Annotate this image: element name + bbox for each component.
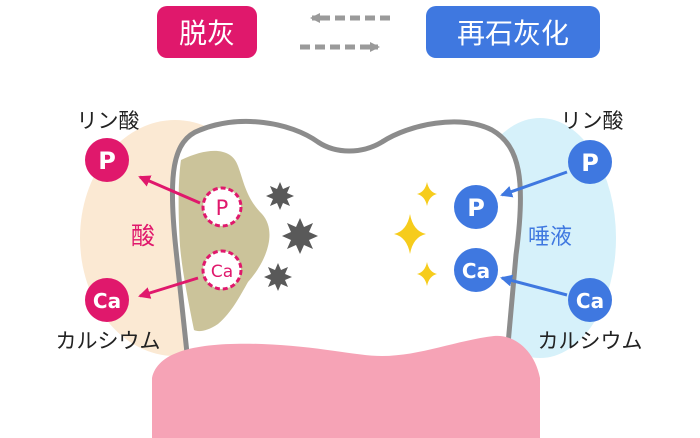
dissolving-phosphate-text: P — [216, 196, 229, 220]
supplied-phosphate-ion — [568, 140, 612, 184]
tooth-crown — [169, 119, 523, 403]
debris-star-icon — [266, 182, 294, 210]
redeposited-phosphate-ion — [454, 185, 498, 229]
sparkle-icon — [417, 262, 437, 286]
remineralization-label: 再石灰化 — [457, 17, 569, 50]
debris-star-icon — [282, 218, 318, 254]
released-phosphate-ion — [85, 138, 129, 182]
phosphate-release-arrow — [138, 175, 201, 205]
acid-label: 酸 — [131, 222, 155, 250]
dissolving-phosphate-ion — [201, 186, 243, 228]
saliva-label: 唾液 — [528, 225, 572, 250]
sparkle-icon — [417, 182, 437, 206]
supplied-calcium-text: Ca — [576, 289, 604, 313]
dissolving-calcium-text: Ca — [211, 262, 233, 282]
calcium-uptake-arrow — [500, 274, 568, 297]
supplied-calcium-ion — [568, 278, 612, 322]
plaque-area — [178, 150, 270, 332]
debris-star-icon — [264, 263, 292, 291]
phosphate-uptake-arrow — [500, 170, 568, 198]
released-calcium-text: Ca — [93, 289, 121, 313]
redeposited-calcium-ion — [454, 248, 498, 292]
gum — [152, 335, 540, 438]
sparkle-icon — [394, 214, 426, 254]
redeposited-phosphate-text: P — [467, 194, 485, 222]
released-phosphate-text: P — [98, 147, 116, 175]
left-calcium-label: カルシウム — [56, 329, 161, 353]
redeposited-calcium-text: Ca — [462, 259, 490, 283]
dissolving-calcium-ion — [201, 249, 243, 291]
released-calcium-ion — [85, 278, 129, 322]
remineralization-badge — [426, 6, 600, 58]
demineralization-badge — [157, 6, 257, 58]
supplied-phosphate-text: P — [581, 149, 599, 177]
demineralization-label: 脱灰 — [179, 17, 235, 50]
right-calcium-label: カルシウム — [538, 329, 643, 353]
right-phosphate-label: リン酸 — [561, 109, 624, 133]
calcium-release-arrow — [138, 276, 199, 299]
left-phosphate-label: リン酸 — [77, 109, 140, 133]
